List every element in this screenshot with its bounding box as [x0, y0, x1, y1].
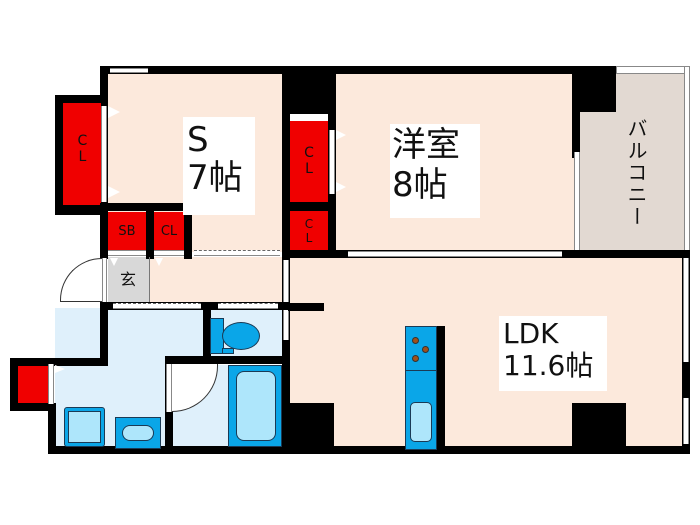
- wall-sb-left: [100, 203, 108, 259]
- ldk-entry-door: [283, 260, 289, 340]
- closet-left-label-c: CL: [74, 133, 91, 165]
- hallway-floor: [150, 257, 284, 302]
- door-arrow-icon: [336, 182, 346, 192]
- pillar-ldk-right: [572, 403, 626, 453]
- washbasin-bowl: [122, 425, 154, 441]
- wall-western-balcony-lower: [572, 66, 580, 158]
- washroom-door: [113, 303, 201, 309]
- pillar-ldk-left: [282, 403, 334, 453]
- door-arrow-icon: [110, 258, 118, 266]
- kitchen-stove: [405, 326, 437, 372]
- western-room-label: 洋室 8帖: [390, 124, 480, 218]
- closet-left-door: [101, 106, 107, 202]
- closet-western-lower: CL: [290, 211, 328, 250]
- ldk-name: LDK: [503, 317, 559, 350]
- wall-toilet-bottom: [165, 356, 290, 364]
- wall-s-left: [100, 66, 108, 102]
- balcony-rail-right: [684, 66, 690, 258]
- wall-washroom-outer-left: [10, 358, 18, 410]
- closet-western-upper-label: CL: [301, 145, 317, 177]
- bathtub-basin: [236, 371, 276, 441]
- closet-washroom: [18, 366, 48, 403]
- wall-cl-right: [184, 203, 192, 259]
- wall-toilet-left: [203, 302, 211, 362]
- wall-s-western: [282, 66, 336, 114]
- kitchen-back-wall: [437, 326, 445, 450]
- wall-ldk-stub: [288, 303, 324, 311]
- burner-icon: [412, 337, 419, 344]
- western-room-doors: [348, 251, 562, 257]
- ldk-label: LDK 11.6帖: [499, 316, 607, 391]
- window-s-top: [110, 68, 148, 73]
- closet-western-upper: CL: [290, 121, 328, 202]
- burner-icon: [422, 346, 429, 353]
- western-room-size: 8帖: [392, 165, 448, 205]
- ldk-window-right-lower: [683, 398, 689, 444]
- s-room-name: S: [187, 120, 209, 160]
- door-arrow-icon: [55, 365, 65, 373]
- s-room-label: S 7帖: [183, 117, 255, 215]
- closet-western-door: [329, 130, 335, 194]
- door-arrow-icon: [108, 106, 120, 118]
- door-arrow-icon: [155, 258, 163, 266]
- entrance-door-frame: [102, 258, 107, 302]
- closet-left: CL: [63, 103, 101, 205]
- wall-bottom: [48, 446, 690, 454]
- genkan-label: 玄: [120, 270, 137, 289]
- washing-machine-drum: [68, 411, 101, 443]
- entrance-door-swing: [60, 258, 102, 302]
- wall-washroom-outer-bottom: [10, 403, 56, 411]
- door-arrow-icon: [108, 186, 120, 198]
- kitchen-sink: [410, 402, 432, 442]
- balcony-label: バルコニー: [624, 118, 648, 228]
- toilet-bowl: [222, 322, 260, 350]
- closet-small: CL: [154, 212, 184, 250]
- balcony-rail: [616, 66, 690, 74]
- closet-western-lower-label: CL: [302, 217, 316, 245]
- wall-washroom-step: [10, 358, 108, 366]
- ldk-size: 11.6帖: [503, 349, 594, 382]
- ldk-window-right: [683, 258, 689, 362]
- toilet-base: [222, 348, 234, 354]
- wall-western-cl-split: [290, 202, 328, 211]
- genkan-divider: [149, 257, 150, 302]
- wall-washroom-left: [100, 302, 108, 362]
- s-room-door: [194, 250, 280, 256]
- wall-bath-right: [282, 356, 290, 454]
- closet-washroom-door: [48, 364, 54, 404]
- western-room-name: 洋室: [392, 125, 460, 165]
- door-arrow-icon: [336, 130, 346, 140]
- wall-s-western-lower: [282, 66, 290, 258]
- wall-ldk-left: [282, 250, 290, 454]
- s-room-size: 7帖: [187, 158, 243, 198]
- bath-door-frame: [166, 364, 172, 412]
- wall-washroom-lower-left: [48, 403, 56, 453]
- sb-door: [108, 250, 146, 256]
- wall-sb-cl-divider: [146, 203, 154, 259]
- closet-sb: SB: [108, 212, 146, 250]
- toilet-door: [218, 303, 278, 309]
- burner-icon: [412, 355, 419, 362]
- balcony-window: [574, 152, 580, 252]
- wall-top: [100, 66, 590, 74]
- cl-door: [154, 250, 184, 256]
